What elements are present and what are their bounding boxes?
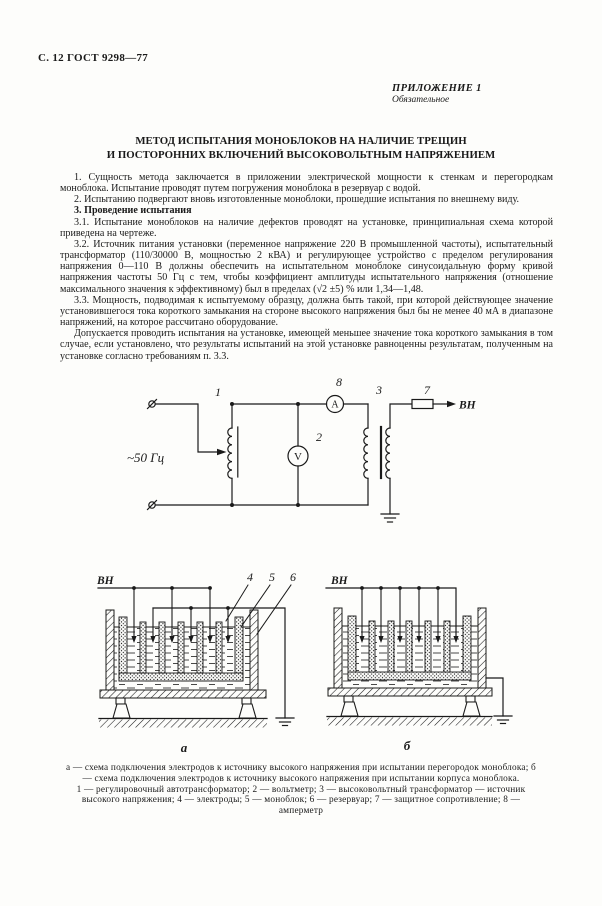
voltmeter-symbol [287, 403, 309, 506]
tank-b-hv-bus [325, 587, 457, 637]
page-number-header: С. 12 ГОСТ 9298—77 [38, 52, 149, 64]
circuit-source-label: ~50 Гц [127, 450, 165, 465]
annex-title: ПРИЛОЖЕНИЕ 1 [392, 83, 482, 94]
paragraph-3-3-note: Допускается проводить испытания на устан… [60, 328, 553, 362]
ammeter-symbol [325, 394, 345, 414]
tank-b-legs [340, 695, 481, 717]
document-title-line1: МЕТОД ИСПЫТАНИЯ МОНОБЛОКОВ НА НАЛИЧИЕ ТР… [135, 135, 467, 147]
input-wire [154, 403, 218, 453]
paragraph-3-1: 3.1. Испытание моноблоков на наличие деф… [60, 216, 553, 239]
tank-b-hv-label: ВН [330, 575, 349, 587]
paragraph-3-2: 3.2. Источник питания установки (перемен… [60, 238, 553, 295]
tap-arrowhead-icon [217, 448, 227, 456]
figure-captions: а — схема подключения электродов к источ… [66, 763, 536, 817]
tank-b-electrodes [359, 586, 459, 643]
tank-a-caption: а [181, 740, 188, 755]
tank-a-callout-leaders [225, 584, 292, 635]
circuit-output-label: ВН [458, 400, 477, 412]
tank-b-ground-wire [485, 677, 504, 717]
tank-a-monoblock [118, 616, 244, 682]
circuit-ref-transformer: 3 [375, 383, 382, 397]
protective-resistor-symbol [411, 398, 456, 410]
test-circuit-diagram: A V ~50 Гц ВН 1 2 8 3 7 [127, 375, 477, 523]
tank-a-ground-symbol-icon [275, 717, 295, 727]
tank-b-floor-hatch [327, 717, 492, 726]
body-text: 1. Сущность метода заключается в приложе… [60, 172, 553, 362]
circuit-ref-resistor: 7 [424, 383, 431, 397]
circuit-ref-voltmeter: 2 [316, 430, 322, 444]
ammeter-letter: A [331, 400, 339, 411]
tank-b-caption: б [404, 738, 411, 753]
tank-a-ref-tank: 6 [290, 570, 296, 584]
circuit-ref-autotransformer: 1 [215, 385, 221, 399]
figure-caption-legend: 1 — регулировочный автотрансформатор; 2 … [76, 784, 526, 817]
document-title: МЕТОД ИСПЫТАНИЯ МОНОБЛОКОВ НА НАЛИЧИЕ ТР… [56, 134, 546, 162]
tank-a-floor-hatch [99, 719, 267, 728]
tank-a-ref-monoblock: 5 [269, 570, 275, 584]
electrode-connection-diagrams: ВН 4 5 6 а [96, 570, 513, 755]
tank-b-walls [327, 607, 493, 697]
document-title-line2: И ПОСТОРОННИХ ВКЛЮЧЕНИЙ ВЫСОКОВОЛЬТНЫМ Н… [106, 149, 496, 161]
paragraph-2: 2. Испытанию подвергают вновь изготовлен… [74, 194, 520, 206]
figure-caption-schemes: а — схема подключения электродов к источ… [66, 763, 536, 784]
tank-a-walls [99, 609, 267, 699]
tank-a-legs [112, 697, 257, 719]
ground-symbol-icon [380, 513, 400, 523]
tank-a-electrodes [131, 586, 231, 643]
voltmeter-letter: V [294, 451, 302, 463]
circuit-ref-ammeter: 8 [336, 375, 342, 389]
annex-block: ПРИЛОЖЕНИЕ 1 Обязательное [392, 83, 482, 105]
tank-b-ground-symbol-icon [493, 715, 513, 725]
junction-dots [230, 402, 300, 507]
tank-b-monoblock [347, 615, 472, 681]
tank-a-hv-bus [97, 587, 286, 719]
tank-a-ref-electrodes: 4 [247, 570, 253, 584]
tank-a-diagram: ВН 4 5 6 а [96, 570, 296, 755]
paragraph-3-3: 3.3. Мощность, подводимая к испытуемому … [60, 294, 553, 329]
section-3-heading: 3. Проведение испытания [74, 205, 192, 217]
paragraph-1: 1. Сущность метода заключается в приложе… [60, 172, 553, 195]
tank-a-hv-label: ВН [96, 575, 115, 587]
hv-transformer-symbol [363, 403, 413, 515]
tank-b-diagram: ВН б [325, 575, 513, 753]
annex-subtitle: Обязательное [392, 95, 450, 105]
autotransformer-symbol [227, 403, 239, 506]
